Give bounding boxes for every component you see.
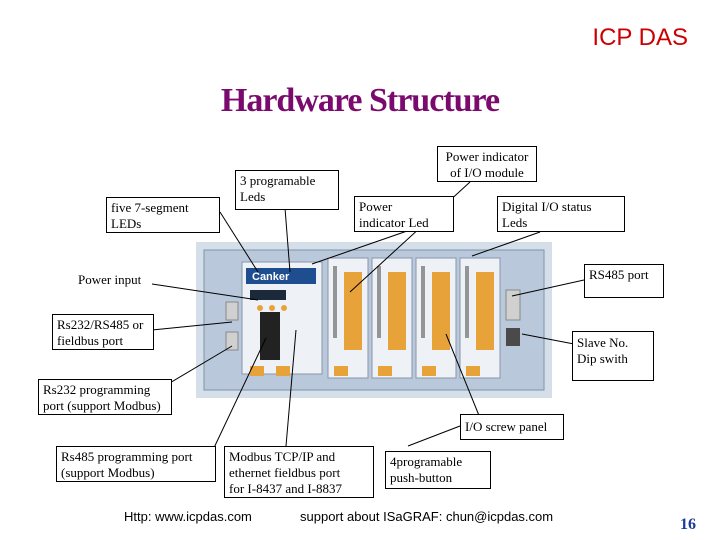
label-rs232-rs485-fieldbus: Rs232/RS485 or fieldbus port (52, 314, 154, 350)
label-rs232-programming: Rs232 programming port (support Modbus) (38, 379, 172, 415)
label-power-indicator-led: Power indicator Led (354, 196, 454, 232)
label-seven-segment-leds: five 7-segment LEDs (106, 197, 220, 233)
footer-support-email[interactable]: support about ISaGRAF: chun@icpdas.com (300, 509, 554, 524)
device-brand-plate: Canker (252, 271, 290, 283)
page-title: Hardware Structure (220, 82, 500, 119)
label-modbus-tcp-ethernet: Modbus TCP/IP and ethernet fieldbus port… (224, 446, 374, 498)
page-number: 16 (680, 516, 696, 533)
label-programable-leds: 3 programable Leds (235, 170, 339, 210)
label-io-screw-panel: I/O screw panel (460, 414, 564, 440)
label-power-indicator-io: Power indicator of I/O module (437, 146, 537, 182)
label-power-input: Power input (78, 272, 142, 287)
label-programable-pushbutton: 4programable push-button (385, 451, 491, 489)
label-rs485-programming: Rs485 programming port (support Modbus) (56, 446, 216, 482)
label-slave-dip-switch: Slave No. Dip swith (572, 331, 654, 381)
label-digital-io-status: Digital I/O status Leds (497, 196, 625, 232)
label-rs485-port: RS485 port (584, 264, 664, 298)
brand-logo: ICP DAS (592, 24, 688, 51)
footer-website-link[interactable]: Http: www.icpdas.com (124, 509, 252, 524)
